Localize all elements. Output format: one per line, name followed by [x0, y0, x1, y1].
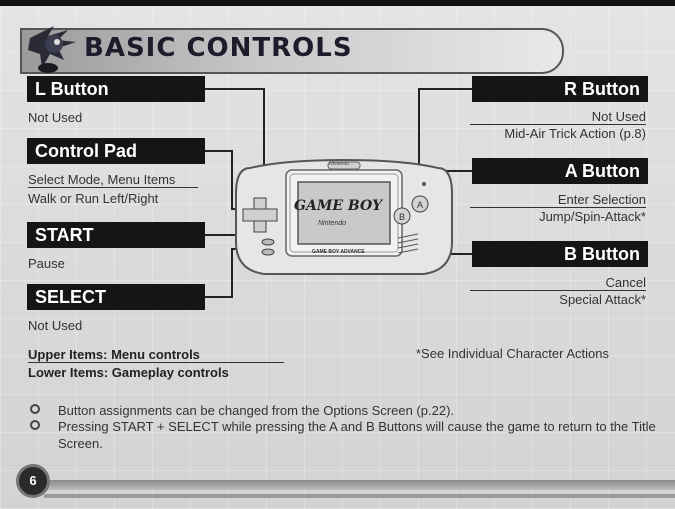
r-button-label: R Button	[472, 76, 648, 102]
speaker-grille-icon	[397, 233, 419, 254]
footer-rule	[44, 494, 675, 498]
power-led-icon	[422, 182, 426, 186]
bullet-text: Button assignments can be changed from t…	[58, 403, 455, 418]
character-actions-footnote: *See Individual Character Actions	[416, 346, 609, 361]
legend-lower: Lower Items: Gameplay controls	[28, 365, 229, 380]
b-button-menu-desc: Cancel	[470, 275, 646, 291]
b-button-game-desc: Special Attack*	[559, 292, 646, 307]
bullet-text: Pressing START + SELECT while pressing t…	[58, 419, 656, 451]
legend: Upper Items: Menu controls Lower Items: …	[28, 346, 229, 382]
r-button-leader-v	[418, 88, 420, 168]
r-button-game-desc: Mid-Air Trick Action (p.8)	[504, 126, 646, 141]
l-button-desc: Not Used	[28, 110, 83, 125]
page-number: 6	[16, 464, 50, 498]
legend-upper: Upper Items: Menu controls	[28, 347, 200, 362]
l-button-leader	[205, 88, 265, 90]
start-desc: Pause	[28, 256, 65, 271]
control-pad-leader-v	[231, 150, 233, 210]
game-boy-advance-illustration: A B	[235, 158, 453, 275]
legend-divider	[28, 362, 284, 363]
bullet-icon	[30, 420, 40, 430]
bullet-icon	[30, 404, 40, 414]
control-pad-menu-desc: Select Mode, Menu Items	[28, 172, 198, 188]
device-logo-small: Nintendo	[329, 161, 350, 167]
select-leader-v	[231, 248, 233, 298]
start-select-buttons-icon	[261, 238, 275, 256]
device-maker: Nintendo	[318, 220, 347, 227]
device-model: GAME BOY ADVANCE	[312, 249, 365, 255]
svg-text:A: A	[417, 200, 423, 210]
r-button-menu-desc: Not Used	[470, 109, 646, 125]
select-label: SELECT	[27, 284, 205, 310]
control-pad-label: Control Pad	[27, 138, 205, 164]
select-desc: Not Used	[28, 318, 83, 333]
title-banner	[20, 28, 564, 74]
r-button-leader	[418, 88, 472, 90]
d-pad-icon	[242, 197, 278, 233]
b-button-icon	[393, 207, 411, 225]
device-brand: GAME BOY	[294, 198, 383, 214]
control-pad-leader	[205, 150, 233, 152]
select-leader	[205, 296, 233, 298]
sonic-character-icon	[28, 26, 76, 73]
a-button-game-desc: Jump/Spin-Attack*	[539, 209, 646, 224]
top-border	[0, 0, 675, 6]
a-button-label: A Button	[472, 158, 648, 184]
a-button-menu-desc: Enter Selection	[470, 192, 646, 208]
footer-band	[44, 480, 675, 490]
l-button-label: L Button	[27, 76, 205, 102]
start-label: START	[27, 222, 205, 248]
b-button-label: B Button	[472, 241, 648, 267]
start-leader	[205, 234, 263, 236]
l-button-leader-v	[263, 88, 265, 172]
svg-text:B: B	[399, 212, 405, 222]
control-pad-game-desc: Walk or Run Left/Right	[28, 191, 159, 206]
a-button-icon	[411, 195, 429, 213]
a-button-leader	[428, 170, 472, 172]
page-title: BASIC CONTROLS	[84, 33, 353, 63]
